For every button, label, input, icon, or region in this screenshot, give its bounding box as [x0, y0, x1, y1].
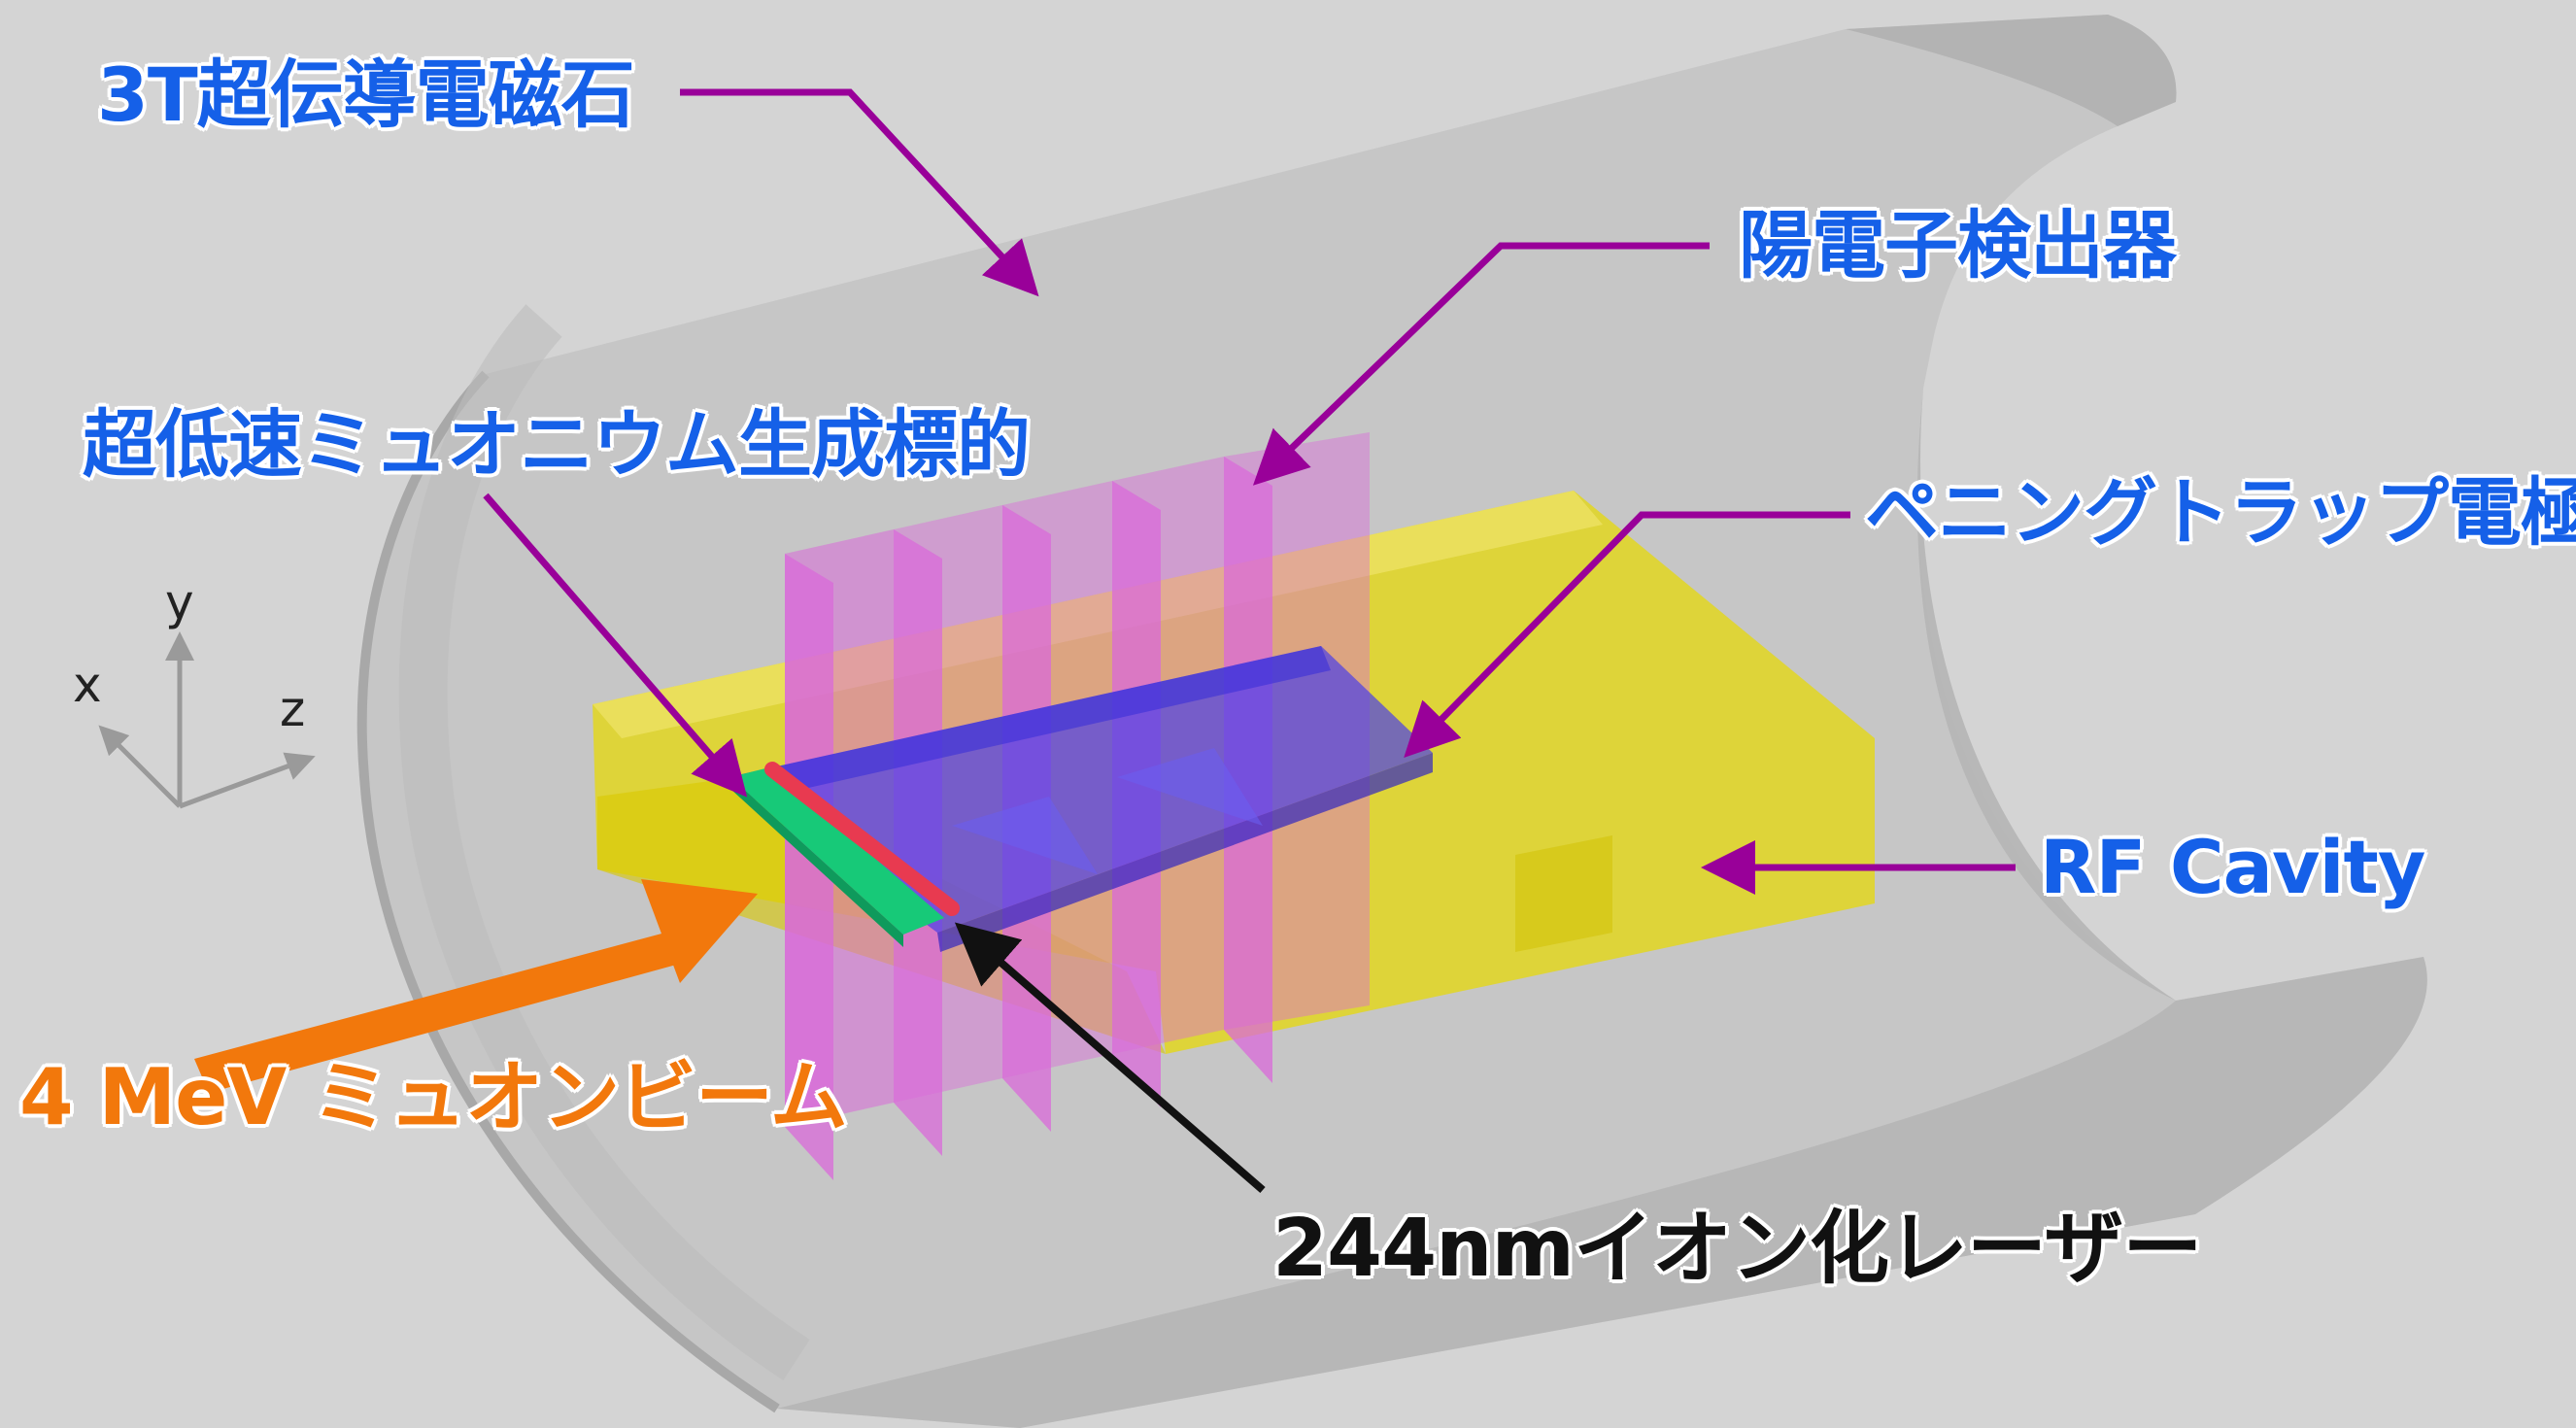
detector-leader-arrow: [1252, 242, 1710, 486]
label-penning-trap: ペニングトラップ電極: [1865, 469, 2576, 556]
axis-label-y: y: [165, 574, 194, 630]
coordinate-axes: [98, 631, 316, 809]
muonium-target: [730, 767, 944, 947]
label-target: 超低速ミュオニウム生成標的: [83, 401, 1031, 488]
label-rf-cavity: RF Cavity: [2040, 824, 2425, 910]
magnet-leader-arrow: [680, 88, 1039, 297]
laser-leader-arrow: [954, 922, 1266, 1194]
trap-leader-arrow: [1404, 511, 1850, 759]
axis-label-x: x: [73, 657, 102, 713]
penning-trap-electrode: [729, 646, 1433, 952]
axis-label-z: z: [280, 681, 306, 737]
label-laser: 244nmイオン化レーザー: [1272, 1203, 2202, 1295]
target-leader-arrow: [483, 493, 748, 798]
ionization-laser: [764, 762, 960, 916]
label-muon-beam: 4 MeV ミュオンビーム: [19, 1052, 848, 1142]
label-magnet: 3T超伝導電磁石: [97, 51, 635, 138]
label-positron-detector: 陽電子検出器: [1739, 202, 2177, 289]
muon-beam-arrow: [194, 879, 758, 1093]
